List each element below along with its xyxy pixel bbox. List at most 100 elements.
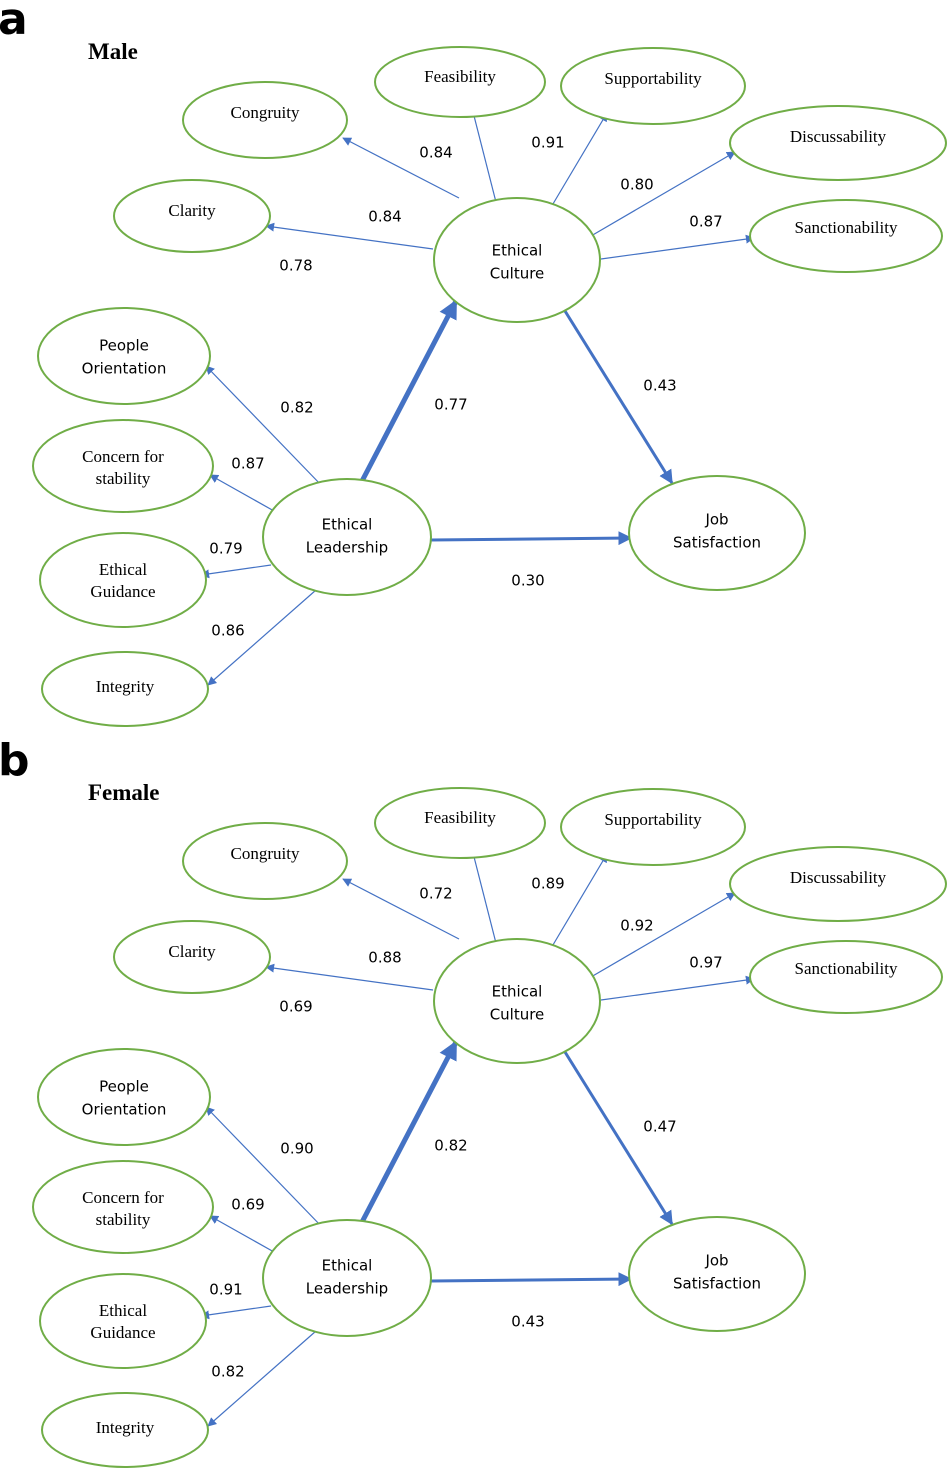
node-concern-for-stability: Concern for stability [32,419,214,513]
coefficient-el-to-people-orientation: 0.82 [280,399,313,417]
path-arrow-ec-to-clarity [265,222,434,250]
node-ellipse [32,419,214,513]
coefficient-ec-to-feasibility: 0.84 [368,208,401,226]
path-arrow-ec-to-congruity [342,137,460,199]
coefficient-el-to-concern-for-stability: 0.87 [231,455,264,473]
node-label: Congruity [231,844,300,863]
coefficient-el-to-integrity: 0.86 [211,622,244,640]
coefficient-el-to-ethical-culture: 0.77 [434,396,467,414]
coefficient-el-to-ethical-guidance: 0.79 [209,540,242,558]
coefficient-el-to-integrity: 0.82 [211,1363,244,1381]
node-ellipse [262,1219,432,1337]
node-label: Integrity [96,677,155,696]
node-label: Supportability [604,810,702,829]
coefficient-ec-to-job-satisfaction: 0.47 [643,1118,676,1136]
coefficient-el-to-ethical-guidance: 0.91 [209,1281,242,1299]
node-ellipse [560,788,746,866]
node-label: Ethical [492,242,543,260]
node-label: People [99,1078,149,1096]
node-label: Sanctionability [795,218,898,237]
node-label: stability [96,469,151,488]
path-arrow-el-to-ethical-culture [358,1040,459,1226]
path-arrow-ec-to-feasibility [469,848,499,952]
node-ellipse [41,1392,209,1468]
nodes: Congruity Feasibility SupportabilityDiscus… [32,46,947,727]
node-label: Guidance [90,1323,155,1342]
node-label: People [99,337,149,355]
node-integrity: Integrity [41,1392,209,1468]
node-label: Ethical [99,560,147,579]
node-supportability: Supportability [560,47,746,125]
node-ellipse [182,822,348,900]
path-arrow-el-to-job-satisfaction [430,1272,633,1287]
node-label: Concern for [82,1188,164,1207]
node-ellipse [729,846,947,922]
node-clarity: Clarity [113,920,271,994]
node-ellipse [374,46,546,118]
node-label: Clarity [168,201,216,220]
node-label: Clarity [168,942,216,961]
coefficient-ec-to-sanctionability: 0.97 [689,954,722,972]
node-label: Ethical [322,1257,373,1275]
node-discussability: Discussability [729,846,947,922]
coefficient-ec-to-discussability: 0.80 [620,176,653,194]
path-arrow-el-to-integrity [207,1330,317,1427]
node-label: Congruity [231,103,300,122]
node-label: Guidance [90,582,155,601]
node-label: Ethical [492,983,543,1001]
node-label: Leadership [306,1280,388,1298]
coefficient-el-to-concern-for-stability: 0.69 [231,1196,264,1214]
node-ellipse [41,651,209,727]
path-arrow-ec-to-sanctionability [600,975,755,1001]
node-label: Concern for [82,447,164,466]
node-label: Discussability [790,127,887,146]
node-label: Ethical [322,516,373,534]
node-supportability: Supportability [560,788,746,866]
node-label: Culture [490,1006,545,1024]
path-arrow-ec-to-feasibility [469,107,499,211]
path-arrow-ec-to-job-satisfaction [563,310,674,485]
path-arrow-el-to-concern-for-stability [209,1215,275,1253]
node-ellipse [39,532,207,628]
path-arrow-ec-to-supportability [546,112,608,215]
coefficient-ec-to-supportability: 0.91 [531,134,564,152]
path-coefficients: 0.720.880.890.920.970.690.900.690.910.82… [209,875,722,1381]
node-ellipse [37,307,211,405]
node-label: Sanctionability [795,959,898,978]
panel-letter: a [0,0,28,45]
coefficient-el-to-ethical-culture: 0.82 [434,1137,467,1155]
node-label: Satisfaction [673,534,761,552]
path-arrow-el-to-integrity [207,589,317,686]
node-ellipse [32,1160,214,1254]
node-feasibility: Feasibility [374,46,546,118]
node-ellipse [628,475,806,591]
node-integrity: Integrity [41,651,209,727]
node-ellipse [628,1216,806,1332]
node-label: Integrity [96,1418,155,1437]
node-label: stability [96,1210,151,1229]
path-arrow-ec-to-congruity [342,878,460,940]
node-label: Satisfaction [673,1275,761,1293]
node-label: Feasibility [424,808,496,827]
node-ellipse [749,199,943,273]
path-arrow-el-to-ethical-culture [358,299,459,485]
coefficient-el-to-job-satisfaction: 0.30 [511,572,544,590]
node-congruity: Congruity [182,822,348,900]
node-ellipse [374,787,546,859]
path-arrow-el-to-ethical-guidance [200,564,272,579]
node-label: Supportability [604,69,702,88]
path-arrow-el-to-ethical-guidance [200,1305,272,1320]
edges [200,848,755,1427]
coefficient-el-to-job-satisfaction: 0.43 [511,1313,544,1331]
panel-letter: b [0,735,30,786]
node-ellipse [433,197,601,323]
coefficient-ec-to-congruity: 0.72 [419,885,452,903]
node-sanctionability: Sanctionability [749,940,943,1014]
